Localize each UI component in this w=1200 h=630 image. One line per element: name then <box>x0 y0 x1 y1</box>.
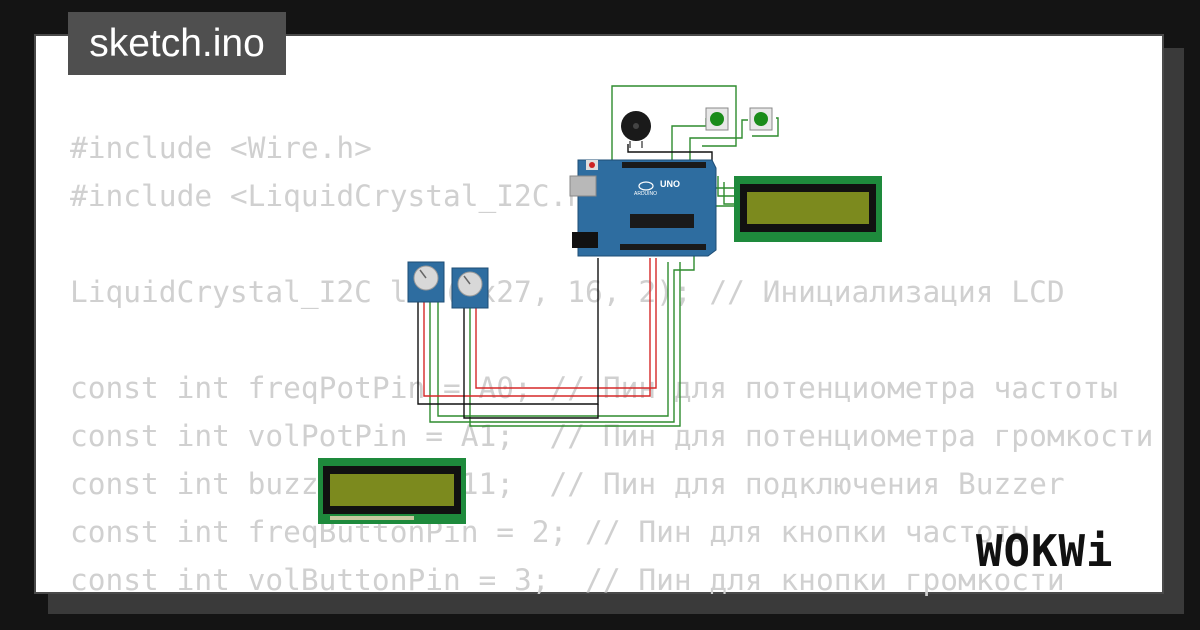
lcd-display-secondary[interactable] <box>318 458 466 524</box>
wire-button2 <box>689 119 748 160</box>
lcd-display-main[interactable] <box>734 176 882 242</box>
code-line: #include <LiquidCrystal_I2C.h> <box>70 179 603 213</box>
arduino-uno-board[interactable]: UNO ARDUINO <box>569 159 717 257</box>
code-line: const int volPotPin = A1; // Пин для пот… <box>70 419 1154 453</box>
wire-button1 <box>671 118 707 160</box>
wire-pot-red1 <box>423 258 651 397</box>
wire-lcd2 <box>717 176 736 197</box>
usb-port <box>569 175 597 197</box>
wire-gnd-pot <box>417 258 599 405</box>
wire-lcd3 <box>723 182 736 205</box>
code-line: const int volButtonPin = 3; // Пин для к… <box>70 563 1065 597</box>
analog-header <box>620 244 706 250</box>
wire-pot-green2 <box>437 262 669 417</box>
wire-buzzer-top <box>611 85 737 160</box>
power-jack <box>572 232 598 248</box>
wokwi-logo: WOKWi <box>976 526 1114 577</box>
reset-button-dot <box>589 162 595 168</box>
potentiometer-freq[interactable] <box>407 261 445 303</box>
code-line: const int buzzerPin = 11; // Пин для под… <box>70 467 1065 501</box>
wire-pot-red2 <box>475 258 657 389</box>
atmega-chip <box>630 214 694 228</box>
wire-gnd-pot2 <box>463 308 599 419</box>
board-model: UNO <box>660 179 680 189</box>
lcd-pin-header <box>330 516 414 520</box>
wire-pot-green1 <box>429 256 695 423</box>
push-button-freq[interactable] <box>705 107 729 131</box>
buzzer[interactable] <box>621 111 651 148</box>
push-button-vol[interactable] <box>749 107 773 131</box>
wire-pot-green3 <box>469 262 681 427</box>
red-wires <box>423 258 657 397</box>
wire-button-right <box>752 117 779 137</box>
digital-header <box>622 162 706 168</box>
file-title: sketch.ino <box>68 12 286 75</box>
board-maker: ARDUINO <box>634 191 657 197</box>
arduino-logo-icon <box>638 181 654 191</box>
potentiometer-vol[interactable] <box>451 267 489 309</box>
code-line: #include <Wire.h> <box>70 131 372 165</box>
code-line: const int freqButtonPin = 2; // Пин для … <box>70 515 1030 549</box>
